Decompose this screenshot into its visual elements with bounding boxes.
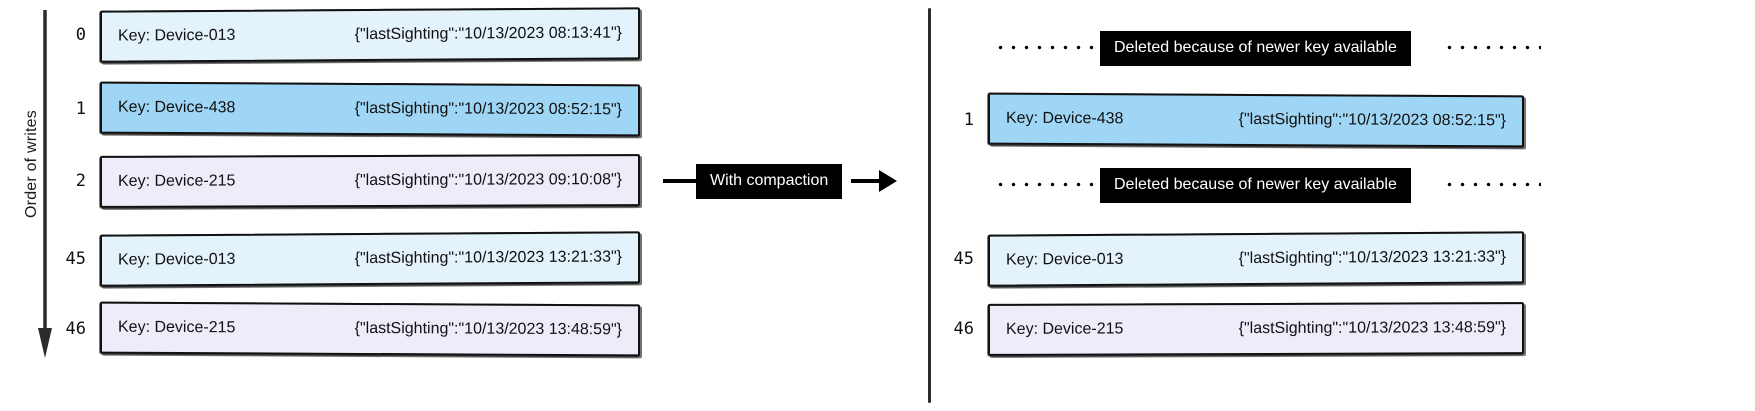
- order-of-writes-arrow-icon: [38, 10, 52, 358]
- left-row-index: 1: [75, 99, 86, 119]
- right-row-46: 46 Key: Device-215 {"lastSighting":"10/1…: [944, 302, 1529, 356]
- record-key: Key: Device-438: [118, 98, 236, 117]
- record-box[interactable]: Key: Device-438 {"lastSighting":"10/13/2…: [100, 81, 640, 137]
- left-row-1: 1 Key: Device-438 {"lastSighting":"10/13…: [56, 81, 651, 137]
- record-key: Key: Device-215: [118, 318, 236, 337]
- right-row-index: 1: [963, 110, 974, 130]
- record-value: {"lastSighting":"10/13/2023 08:52:15"}: [1238, 110, 1506, 130]
- record-box[interactable]: Key: Device-013 {"lastSighting":"10/13/2…: [100, 7, 640, 63]
- right-row-index: 46: [953, 319, 974, 339]
- left-row-index: 0: [75, 25, 86, 45]
- record-value: {"lastSighting":"10/13/2023 08:52:15"}: [354, 99, 622, 119]
- with-compaction-label: With compaction: [696, 164, 843, 199]
- left-row-index: 45: [65, 249, 86, 269]
- record-box[interactable]: Key: Device-215 {"lastSighting":"10/13/2…: [100, 301, 640, 357]
- left-row-index: 2: [75, 171, 86, 191]
- compaction-arrow-icon: [879, 170, 897, 192]
- record-box[interactable]: Key: Device-013 {"lastSighting":"10/13/2…: [988, 231, 1524, 287]
- compaction-connector-line-right: [851, 179, 883, 183]
- panel-divider: [928, 8, 931, 403]
- right-row-1: 1 Key: Device-438 {"lastSighting":"10/13…: [944, 92, 1529, 148]
- record-value: {"lastSighting":"10/13/2023 13:21:33"}: [354, 248, 622, 268]
- record-key: Key: Device-215: [118, 172, 236, 190]
- left-row-0: 0 Key: Device-013 {"lastSighting":"10/13…: [56, 7, 651, 63]
- right-row-45: 45 Key: Device-013 {"lastSighting":"10/1…: [944, 231, 1529, 287]
- left-row-45: 45 Key: Device-013 {"lastSighting":"10/1…: [56, 231, 651, 287]
- record-key: Key: Device-013: [118, 250, 236, 269]
- record-box[interactable]: Key: Device-438 {"lastSighting":"10/13/2…: [988, 92, 1524, 148]
- record-value: {"lastSighting":"10/13/2023 13:48:59"}: [354, 319, 622, 339]
- record-value: {"lastSighting":"10/13/2023 08:13:41"}: [354, 24, 622, 44]
- record-value: {"lastSighting":"10/13/2023 13:21:33"}: [1238, 248, 1506, 268]
- record-key: Key: Device-215: [1006, 320, 1124, 338]
- deleted-note-1: Deleted because of newer key available: [1100, 31, 1411, 66]
- deleted-leader-dots-right: [1443, 45, 1541, 50]
- deleted-leader-dots-left: [994, 45, 1098, 50]
- record-value: {"lastSighting":"10/13/2023 09:10:08"}: [354, 171, 622, 190]
- record-key: Key: Device-013: [1006, 250, 1124, 269]
- record-value: {"lastSighting":"10/13/2023 13:48:59"}: [1238, 319, 1506, 338]
- deleted-note-2: Deleted because of newer key available: [1100, 168, 1411, 203]
- record-box[interactable]: Key: Device-215 {"lastSighting":"10/13/2…: [100, 154, 640, 208]
- right-row-index: 45: [953, 249, 974, 269]
- deleted-leader-dots-left: [994, 182, 1098, 187]
- left-row-index: 46: [65, 319, 86, 339]
- record-key: Key: Device-013: [118, 26, 236, 45]
- record-box[interactable]: Key: Device-013 {"lastSighting":"10/13/2…: [100, 231, 640, 287]
- record-box[interactable]: Key: Device-215 {"lastSighting":"10/13/2…: [988, 302, 1524, 356]
- left-row-46: 46 Key: Device-215 {"lastSighting":"10/1…: [56, 301, 651, 357]
- compaction-connector-line-left: [663, 179, 697, 183]
- deleted-leader-dots-right: [1443, 182, 1541, 187]
- left-row-2: 2 Key: Device-215 {"lastSighting":"10/13…: [56, 154, 651, 208]
- record-key: Key: Device-438: [1006, 109, 1124, 128]
